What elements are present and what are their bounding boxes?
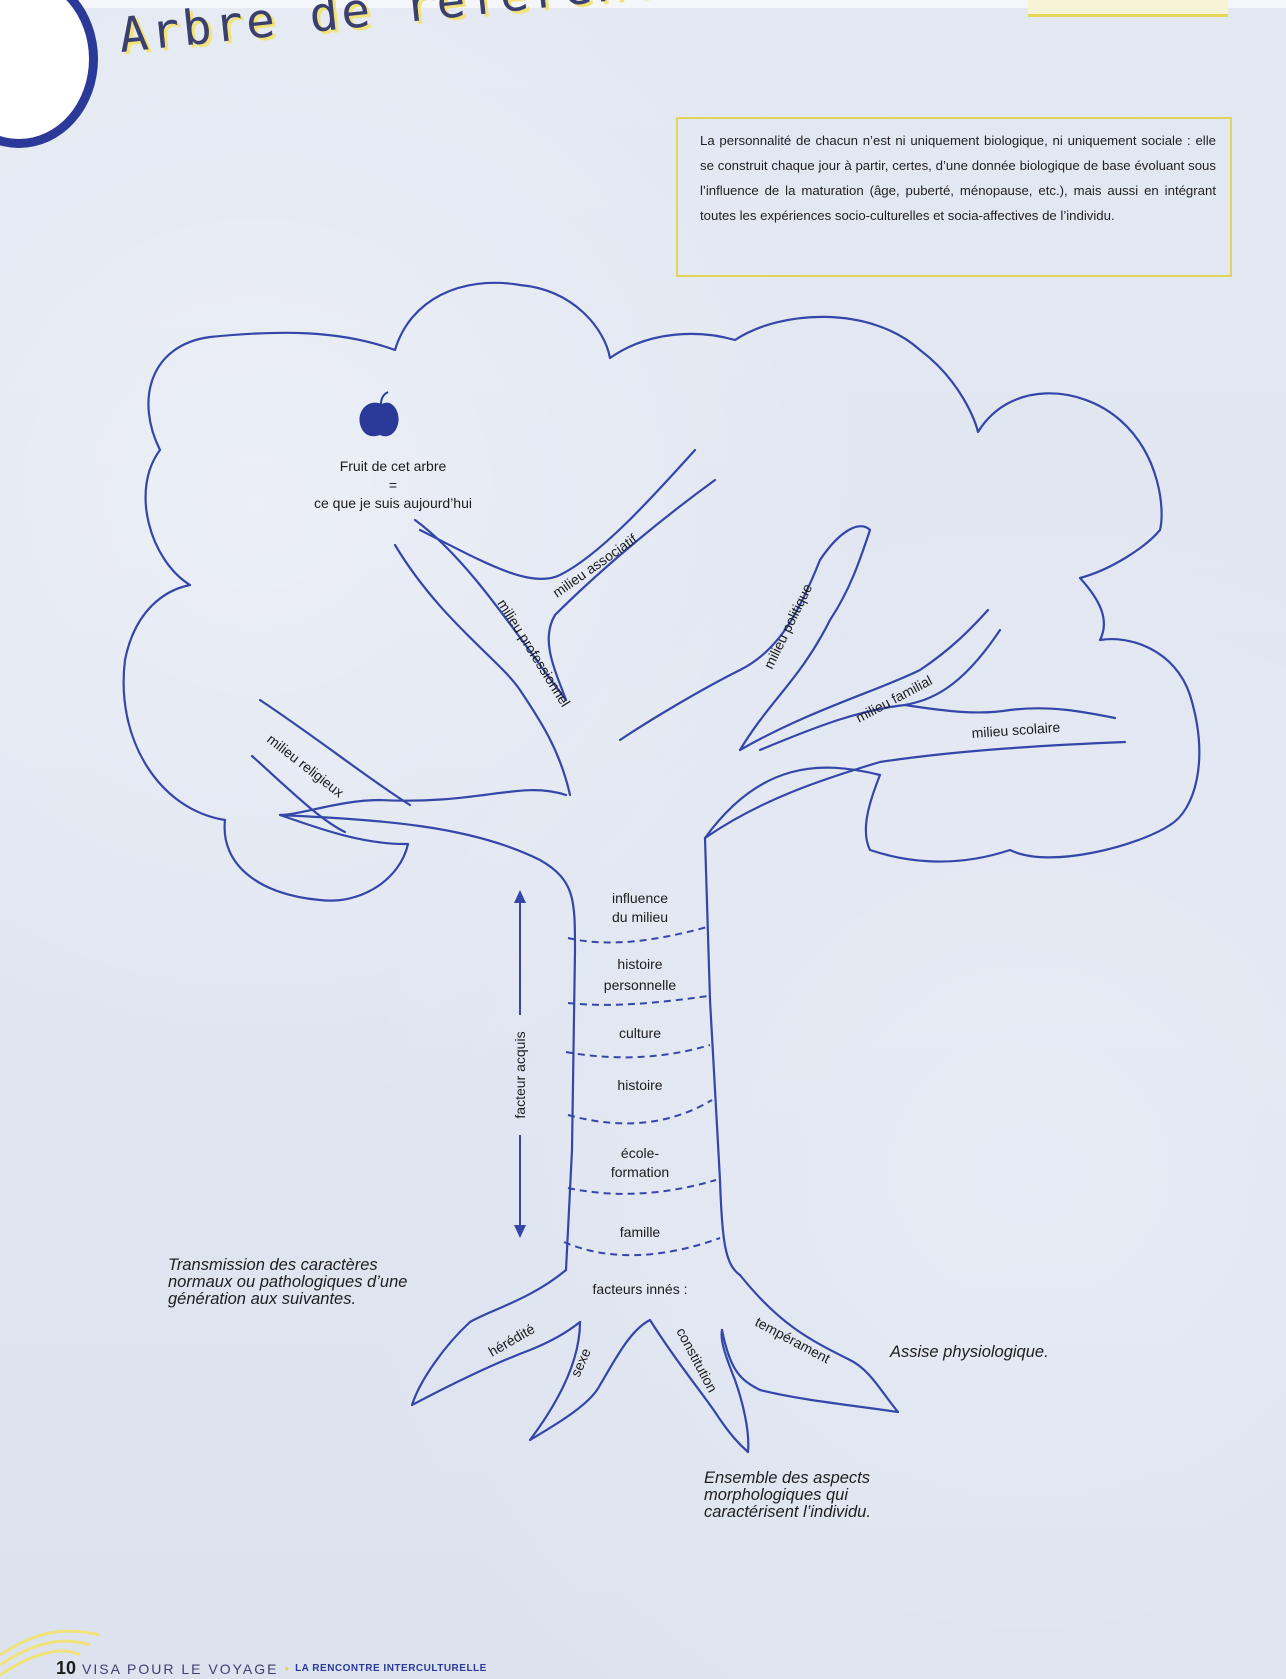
label-milieu-religieux: milieu religieux xyxy=(264,731,347,801)
trunk-influence-1: influence xyxy=(612,890,668,906)
branch-religieux-lower xyxy=(250,754,347,834)
label-facteur-acquis: facteur acquis xyxy=(512,1031,528,1118)
note-ensemble: Ensemble des aspects morphologiques qui … xyxy=(704,1469,871,1521)
fruit-label-1: Fruit de cet arbre xyxy=(340,458,447,474)
acquis-arrow xyxy=(514,890,526,1238)
root-sexe xyxy=(528,1318,652,1442)
top-rule xyxy=(0,0,1286,8)
label-milieu-associatif: milieu associatif xyxy=(550,531,640,601)
tree-crown-outline xyxy=(122,281,1201,902)
page-footer: 10 VISA POUR LE VOYAGE • LA RENCONTRE IN… xyxy=(56,1658,487,1679)
trunk-histoire: histoire xyxy=(617,1077,662,1093)
branch-familial-lower xyxy=(758,628,1002,752)
branch-familial-upper xyxy=(738,608,990,752)
label-milieu-familial: milieu familial xyxy=(853,672,935,726)
label-milieu-professionnel: milieu professionnel xyxy=(494,596,573,709)
trunk-right-side xyxy=(703,836,742,1277)
root-constitution xyxy=(648,1318,750,1454)
trunk-ecole-2: formation xyxy=(611,1164,669,1180)
branch-religieux-upper xyxy=(258,698,412,807)
trunk-divider-1 xyxy=(567,926,708,944)
trunk-divider-5 xyxy=(567,1179,717,1195)
trunk-famille: famille xyxy=(620,1224,661,1240)
branch-associatif-upper xyxy=(418,448,697,580)
top-yellow-tab xyxy=(1028,0,1228,17)
root-label-sexe: sexe xyxy=(567,1346,594,1380)
trunk-influence-2: du milieu xyxy=(612,909,668,925)
branch-politique-inner xyxy=(738,528,872,752)
intro-box: La personnalité de chacun n’est ni uniqu… xyxy=(676,117,1232,277)
trunk-divider-4 xyxy=(567,1099,713,1125)
trunk-divider-3 xyxy=(565,1044,711,1059)
note-assise: Assise physiologique. xyxy=(890,1343,1049,1361)
root-temperament xyxy=(720,1273,900,1414)
fruit-label-2: = xyxy=(389,477,397,493)
footer-title: VISA POUR LE VOYAGE xyxy=(82,1660,279,1677)
fruit-label-3: ce que je suis aujourd’hui xyxy=(314,495,472,511)
trunk-facteurs-innes: facteurs innés : xyxy=(593,1281,688,1297)
branch-scolaire-upper xyxy=(903,703,1117,720)
label-milieu-scolaire: milieu scolaire xyxy=(971,719,1061,741)
footer-subtitle: LA RENCONTRE INTERCULTURELLE xyxy=(295,1663,487,1674)
footer-wave-decoration xyxy=(0,1629,101,1677)
footer-page-number: 10 xyxy=(56,1658,77,1678)
root-label-heredite: hérédité xyxy=(486,1320,538,1359)
trunk-left-side xyxy=(278,813,577,1272)
trunk-divider-6 xyxy=(563,1237,721,1257)
apple-icon xyxy=(359,391,399,437)
branch-associatif-lower xyxy=(547,478,717,702)
note-transmission: Transmission des caractères normaux ou p… xyxy=(168,1256,408,1308)
trunk-ecole-1: école- xyxy=(621,1145,659,1161)
root-label-constitution: constitution xyxy=(673,1325,720,1395)
branch-main-right xyxy=(618,525,872,742)
trunk-histoire-perso-1: histoire xyxy=(617,956,662,972)
trunk-divider-2 xyxy=(567,995,709,1006)
trunk-culture: culture xyxy=(619,1025,661,1041)
footer-separator: • xyxy=(284,1661,290,1676)
branch-professionnel xyxy=(393,543,572,797)
root-label-temperament: tempérament xyxy=(753,1314,833,1367)
branch-scolaire-lower xyxy=(703,740,1127,840)
trunk-histoire-perso-2: personnelle xyxy=(604,977,677,993)
root-heredite xyxy=(410,1268,582,1407)
